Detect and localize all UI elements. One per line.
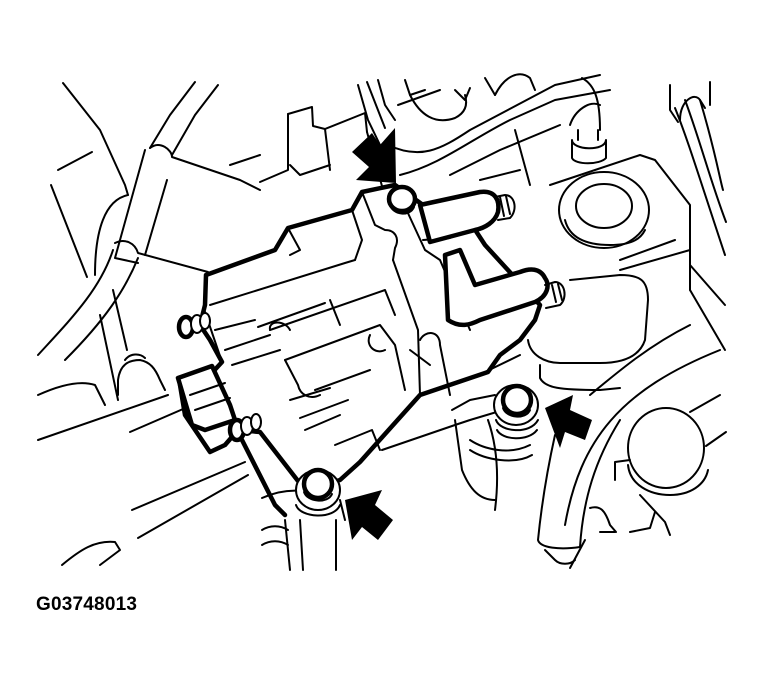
- hose-boot-left: [117, 353, 166, 396]
- side-studs: [176, 312, 288, 518]
- mounting-bolt-bottom: [295, 467, 341, 517]
- right-upper-components: [549, 77, 727, 351]
- coil-pack-housing: [177, 182, 543, 493]
- right-bracket: [527, 274, 649, 391]
- top-background-lines: [259, 73, 611, 216]
- arrow-right: [545, 395, 592, 448]
- right-lower-components: [537, 324, 727, 569]
- lower-pipes: [261, 419, 533, 571]
- coil-terminal-upper: [417, 189, 516, 245]
- figure-code-label: G03748013: [36, 594, 138, 615]
- mounting-bolt-right: [493, 383, 539, 440]
- mounting-bolt-top: [386, 184, 418, 215]
- arrow-top: [352, 128, 396, 183]
- arrow-bottom: [345, 490, 393, 540]
- coil-pack-illustration: [37, 73, 727, 571]
- coil-terminal-lower: [442, 247, 566, 328]
